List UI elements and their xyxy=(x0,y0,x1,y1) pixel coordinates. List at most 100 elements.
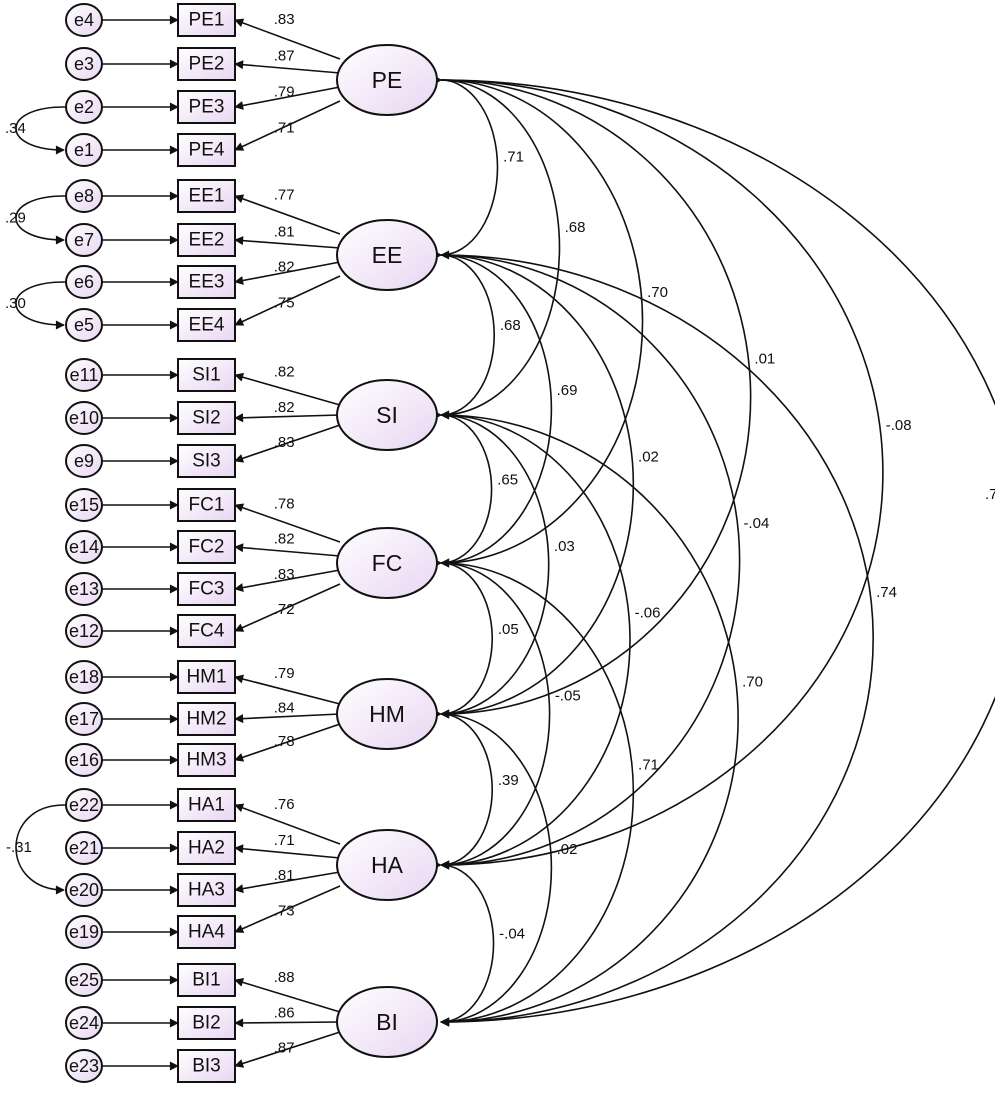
error-label-e2: e2 xyxy=(74,97,94,117)
loading-label-bi3: .87 xyxy=(274,1039,295,1056)
error-label-e11: e11 xyxy=(70,365,99,385)
indicator-label-ha4: HA4 xyxy=(188,922,225,943)
loading-path-pe1 xyxy=(234,18,341,60)
indicator-label-bi2: BI2 xyxy=(192,1013,221,1034)
factor-hm xyxy=(336,678,438,750)
error-label-e15: e15 xyxy=(69,495,99,515)
loading-path-ha3 xyxy=(234,871,341,894)
indicator-box-ee4 xyxy=(177,308,236,342)
correlation-label-fc-ha: -.05 xyxy=(555,687,581,704)
indicator-label-pe3: PE3 xyxy=(189,97,225,118)
path-lines xyxy=(102,15,341,1071)
loading-path-pe4 xyxy=(234,100,341,151)
factor-bi xyxy=(336,986,438,1058)
loading-path-fc4 xyxy=(234,583,341,632)
loading-path-pe2 xyxy=(234,60,341,74)
error-label-e6: e6 xyxy=(74,272,94,292)
correlation-label-pe-bi: .74 xyxy=(985,486,995,503)
loading-label-si1: .82 xyxy=(274,364,295,381)
correlation-arc-pe-bi xyxy=(432,75,995,1027)
error-label-e3: e3 xyxy=(74,54,94,74)
error-term-e15 xyxy=(65,488,103,522)
indicator-label-si3: SI3 xyxy=(192,451,221,472)
loading-path-bi1 xyxy=(234,978,341,1013)
loading-label-pe3: .79 xyxy=(274,84,295,101)
error-term-e20 xyxy=(65,873,103,907)
indicator-label-pe1: PE1 xyxy=(189,10,225,31)
loading-label-ha2: .71 xyxy=(274,832,295,849)
loading-label-ee4: .75 xyxy=(274,295,295,312)
error-term-e9 xyxy=(65,444,103,478)
loading-label-hm1: .79 xyxy=(274,665,295,682)
indicator-box-ha1 xyxy=(177,788,236,822)
error-label-e9: e9 xyxy=(74,451,94,471)
loading-path-bi2 xyxy=(234,1018,341,1028)
indicator-label-si1: SI1 xyxy=(192,365,221,386)
factor-fc xyxy=(336,527,438,599)
indicator-label-ha2: HA2 xyxy=(188,838,225,859)
loading-path-pe3 xyxy=(234,86,341,110)
correlation-label-fc-hm: .05 xyxy=(498,621,519,638)
correlation-label-si-hm: .03 xyxy=(554,538,575,555)
error-covariance-e22-e20 xyxy=(15,800,73,895)
loading-path-ha2 xyxy=(234,844,341,859)
indicator-box-ha4 xyxy=(177,915,236,949)
error-term-e13 xyxy=(65,572,103,606)
loading-label-bi1: .88 xyxy=(274,969,295,986)
indicator-box-hm1 xyxy=(177,660,236,694)
loading-path-ha1 xyxy=(234,803,341,845)
error-term-e12 xyxy=(65,614,103,648)
correlation-label-hm-bi: .02 xyxy=(557,841,578,858)
indicator-label-ha1: HA1 xyxy=(188,795,225,816)
correlation-arc-ee-hm xyxy=(432,250,635,719)
correlation-label-si-fc: .65 xyxy=(497,472,518,489)
loading-label-ee3: .82 xyxy=(274,259,295,276)
indicator-box-bi2 xyxy=(177,1006,236,1040)
indicator-box-ee2 xyxy=(177,223,236,257)
loading-label-ha4: .73 xyxy=(274,902,295,919)
correlation-arc-ha-bi xyxy=(432,860,495,1027)
factor-ha xyxy=(336,829,438,901)
loading-path-hm2 xyxy=(234,713,341,724)
error-label-e16: e16 xyxy=(69,750,99,770)
indicator-box-hm2 xyxy=(177,702,236,736)
error-label-e22: e22 xyxy=(69,795,99,815)
factor-label-hm: HM xyxy=(369,701,405,727)
error-label-e14: e14 xyxy=(69,537,99,557)
correlation-arc-pe-si xyxy=(432,75,561,420)
indicator-label-fc1: FC1 xyxy=(189,495,225,516)
correlation-label-ee-si: .68 xyxy=(500,317,521,334)
loading-label-hm3: .78 xyxy=(274,733,295,750)
loading-path-ee1 xyxy=(234,194,341,235)
correlation-arc-fc-ha xyxy=(432,558,551,870)
correlation-arc-pe-fc xyxy=(432,75,644,568)
error-term-e5 xyxy=(65,308,103,342)
loading-path-ee4 xyxy=(234,275,341,326)
indicator-box-hm3 xyxy=(177,743,236,777)
correlation-label-pe-ee: .71 xyxy=(503,149,524,166)
error-covariance-e2-e1 xyxy=(15,102,73,155)
error-label-e12: e12 xyxy=(69,621,99,641)
correlation-label-pe-ha: -.08 xyxy=(886,417,912,434)
error-term-e2 xyxy=(65,90,103,124)
loading-path-hm3 xyxy=(234,723,341,762)
loading-path-fc2 xyxy=(234,543,341,557)
error-term-e3 xyxy=(65,47,103,81)
loading-label-ha1: .76 xyxy=(274,796,295,813)
correlation-arc-ee-si xyxy=(432,250,495,420)
loading-path-fc1 xyxy=(234,503,341,543)
loading-path-si2 xyxy=(234,413,341,423)
error-covariance-e8-e7 xyxy=(15,191,73,245)
error-covariance-e6-e5 xyxy=(15,277,73,330)
error-term-e22 xyxy=(65,788,103,822)
correlation-label-ee-ha: -.04 xyxy=(743,515,769,532)
indicator-label-ee2: EE2 xyxy=(189,230,225,251)
error-term-e4 xyxy=(65,3,103,37)
correlation-label-ee-fc: .69 xyxy=(557,382,578,399)
indicator-box-pe1 xyxy=(177,3,236,37)
loading-label-ee1: .77 xyxy=(274,187,295,204)
loading-label-pe1: .83 xyxy=(274,11,295,28)
indicator-label-ee3: EE3 xyxy=(189,272,225,293)
indicator-label-hm2: HM2 xyxy=(186,709,226,730)
correlation-label-pe-hm: .01 xyxy=(754,351,775,368)
